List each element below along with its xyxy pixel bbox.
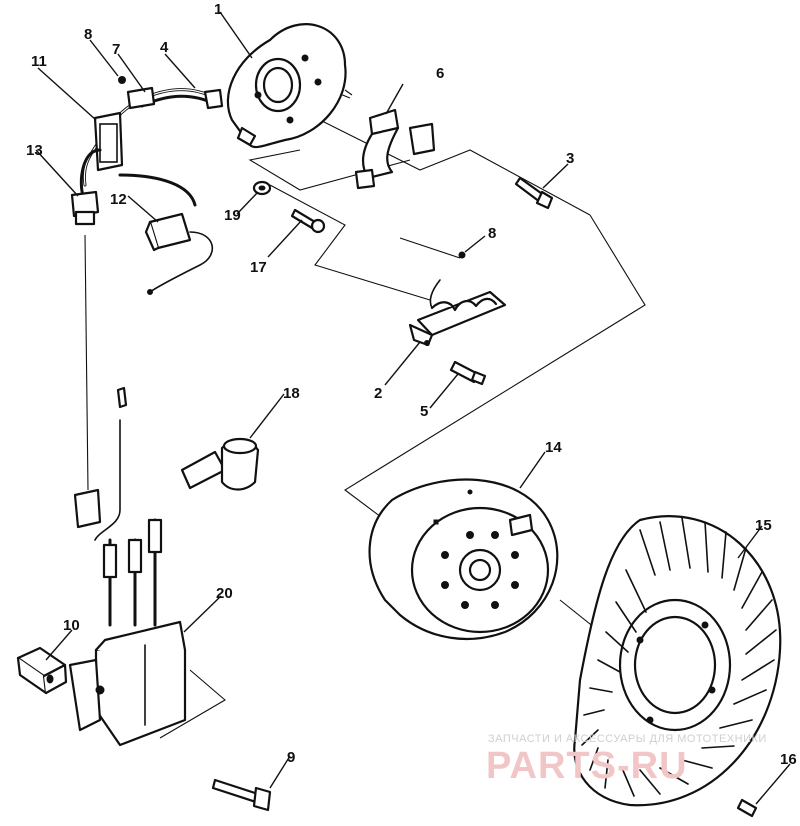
callout-15: 15 xyxy=(755,517,772,534)
callout-8-top: 8 xyxy=(84,26,92,43)
clamp xyxy=(354,108,436,190)
callout-5: 5 xyxy=(420,403,428,420)
connector-13 xyxy=(70,190,100,226)
cooling-fan xyxy=(573,515,782,807)
wiring-harness xyxy=(79,76,224,207)
callout-16: 16 xyxy=(780,751,797,768)
callout-10: 10 xyxy=(63,617,80,634)
bolt-part-9 xyxy=(211,778,272,812)
callout-17: 17 xyxy=(250,259,267,276)
callout-12: 12 xyxy=(110,191,127,208)
bolt-part-3 xyxy=(514,176,554,210)
bolt-part-16 xyxy=(736,798,758,818)
spark-plug-cap xyxy=(180,437,260,491)
pickup-coil xyxy=(408,279,507,347)
bolt-part-5 xyxy=(449,360,487,386)
ignition-coil xyxy=(68,386,187,747)
callout-13: 13 xyxy=(26,142,43,159)
callout-6: 6 xyxy=(436,65,444,82)
assembly-guide-lines xyxy=(84,89,646,739)
small-screw-8 xyxy=(458,251,466,259)
callout-9: 9 xyxy=(287,749,295,766)
flywheel xyxy=(368,478,559,641)
leader-lines xyxy=(35,11,791,805)
module-12 xyxy=(144,212,214,295)
callout-19: 19 xyxy=(224,207,241,224)
callout-18: 18 xyxy=(283,385,300,402)
bushing-10 xyxy=(16,646,68,695)
callout-11: 11 xyxy=(31,53,47,70)
screw-17 xyxy=(290,208,326,234)
callout-numbers: 1 2 3 4 5 6 7 8 8 9 10 11 12 13 14 15 16… xyxy=(26,1,797,768)
washer-19 xyxy=(252,180,272,196)
callout-8-lower: 8 xyxy=(488,225,496,242)
stator-plate xyxy=(226,23,347,149)
callout-3: 3 xyxy=(566,150,574,167)
callout-4: 4 xyxy=(160,39,169,56)
watermark-logo: PARTS-RU xyxy=(486,745,688,787)
callout-14: 14 xyxy=(545,439,562,456)
watermark-tagline: ЗАПЧАСТИ И АКСЕССУАРЫ ДЛЯ МОТОТЕХНИКИ xyxy=(488,733,767,745)
watermark: ЗАПЧАСТИ И АКСЕССУАРЫ ДЛЯ МОТОТЕХНИКИ PA… xyxy=(486,733,767,787)
callout-7: 7 xyxy=(112,41,120,58)
callout-2: 2 xyxy=(374,385,382,402)
callout-20: 20 xyxy=(216,585,233,602)
callout-1: 1 xyxy=(214,1,222,18)
